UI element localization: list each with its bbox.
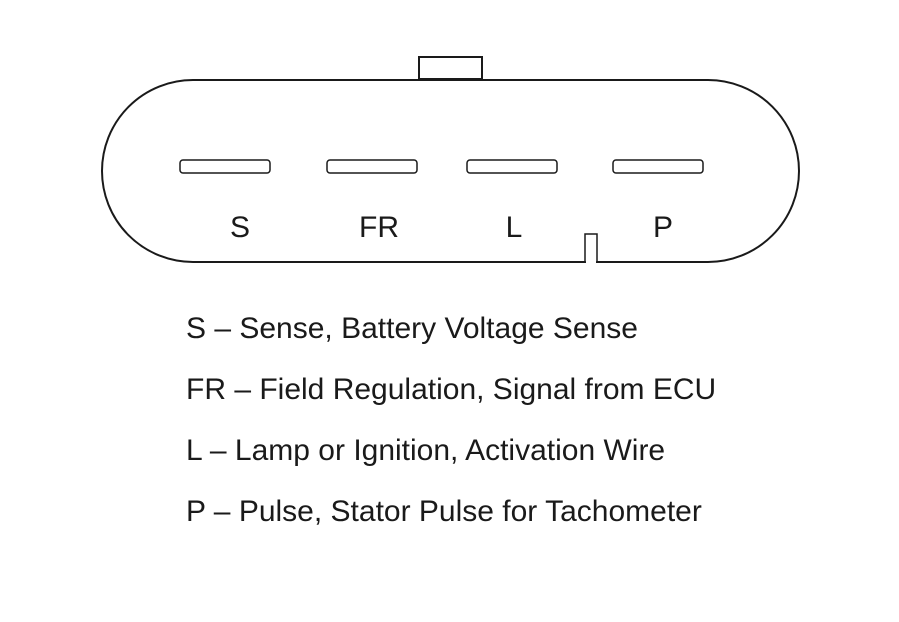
pin-label-p: P [653, 211, 673, 244]
pin-slot-p [612, 159, 704, 174]
key-notch [584, 233, 598, 263]
legend-item-fr: FR – Field Regulation, Signal from ECU [186, 373, 717, 406]
pin-slot-fr [326, 159, 418, 174]
pin-label-fr: FR [359, 211, 399, 244]
pin-slot-s [179, 159, 271, 174]
locking-tab [418, 56, 483, 80]
pin-legend: S – Sense, Battery Voltage Sense FR – Fi… [186, 314, 716, 558]
pin-slot-l [466, 159, 558, 174]
pin-label-s: S [230, 211, 250, 244]
pin-label-l: L [506, 211, 523, 244]
legend-item-l: L – Lamp or Ignition, Activation Wire [186, 434, 666, 467]
legend-item-s: S – Sense, Battery Voltage Sense [186, 312, 638, 345]
legend-item-p: P – Pulse, Stator Pulse for Tachometer [186, 495, 702, 528]
connector-diagram: S FR L P [101, 56, 800, 264]
